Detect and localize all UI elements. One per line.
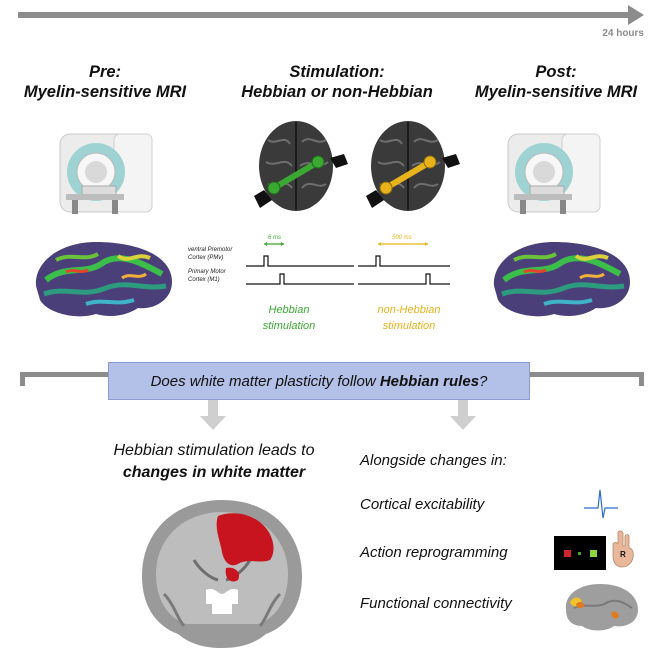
mri-scanner-icon [59, 133, 153, 214]
hebbian-interval-label: 6 ms [268, 235, 282, 241]
myelin-map-brain-post [493, 242, 630, 317]
m1-label: Primary Motor Cortex (M1) [188, 268, 226, 284]
mep-trace-icon [584, 489, 618, 519]
stim-heading-line1: Stimulation: [289, 63, 385, 81]
post-heading-line2: Myelin-sensitive MRI [474, 83, 638, 101]
result-heading: Hebbian stimulation leads to changes in … [86, 440, 342, 484]
task-screen-icon [554, 536, 606, 570]
stim-heading-line2: Hebbian or non-Hebbian [241, 83, 433, 101]
hebbian-stim-label-line2: stimulation [262, 320, 316, 332]
result-line2: changes in white matter [122, 464, 306, 481]
timeline-arrow-head [628, 5, 644, 25]
pre-heading-line1: Pre: [88, 63, 122, 81]
nonhebbian-m1-trace [358, 273, 450, 285]
nonhebbian-pmv-trace [358, 255, 450, 267]
pmv-label: ventral Premotor Cortex (PMv) [188, 246, 232, 262]
pmv-label-line1: ventral Premotor [188, 247, 233, 253]
hebbian-pmv-trace [246, 255, 354, 267]
hebbian-stim-label-line1: Hebbian [268, 304, 310, 316]
coronal-brain-slice [142, 500, 302, 648]
pulse-timing-diagram [246, 242, 450, 285]
nonhebbian-stim-label-line2: stimulation [382, 320, 436, 332]
result-line1: Hebbian stimulation leads to [113, 442, 315, 459]
alongside-title: Alongside changes in: [360, 452, 507, 469]
timeline-label: 24 hours [602, 28, 644, 39]
down-arrow-icon [450, 400, 476, 430]
question-prefix: Does white matter plasticity follow [150, 372, 380, 390]
hebbian-brain-topview [254, 121, 348, 211]
finger-press-letter: R [620, 550, 626, 559]
pre-heading-line2: Myelin-sensitive MRI [23, 83, 187, 101]
post-heading: Post: Myelin-sensitive MRI [456, 62, 656, 102]
pmv-label-line2: Cortex (PMv) [188, 255, 224, 261]
nonhebbian-stim-label-line1: non-Hebbian [377, 304, 441, 316]
sagittal-brain-connectivity [565, 584, 638, 631]
finger-press-icon: R [610, 530, 636, 568]
hebbian-m1-trace [246, 273, 354, 285]
stim-heading: Stimulation: Hebbian or non-Hebbian [232, 62, 442, 102]
mri-scanner-icon [507, 133, 601, 214]
nonhebbian-stim-label: non-Hebbian stimulation [354, 302, 464, 334]
m1-label-line2: Cortex (M1) [188, 277, 220, 283]
post-heading-line1: Post: [535, 63, 577, 81]
alongside-item-action-reprogramming: Action reprogramming [360, 544, 508, 561]
alongside-item-cortical-excitability: Cortical excitability [360, 496, 485, 513]
question-bold: Hebbian rules [379, 372, 480, 390]
hebbian-stim-label: Hebbian stimulation [244, 302, 334, 334]
pre-heading: Pre: Myelin-sensitive MRI [10, 62, 200, 102]
question-box: Does white matter plasticity follow Hebb… [108, 362, 530, 400]
question-suffix: ? [479, 372, 488, 390]
alongside-item-functional-connectivity: Functional connectivity [360, 595, 512, 612]
timeline-arrow-shaft [18, 12, 628, 18]
down-arrow-icon [200, 400, 226, 430]
myelin-map-brain-pre [35, 242, 172, 317]
nonhebbian-brain-topview [366, 121, 460, 211]
m1-label-line1: Primary Motor [188, 269, 226, 275]
nonhebbian-interval-label: 500 ms [392, 235, 412, 241]
